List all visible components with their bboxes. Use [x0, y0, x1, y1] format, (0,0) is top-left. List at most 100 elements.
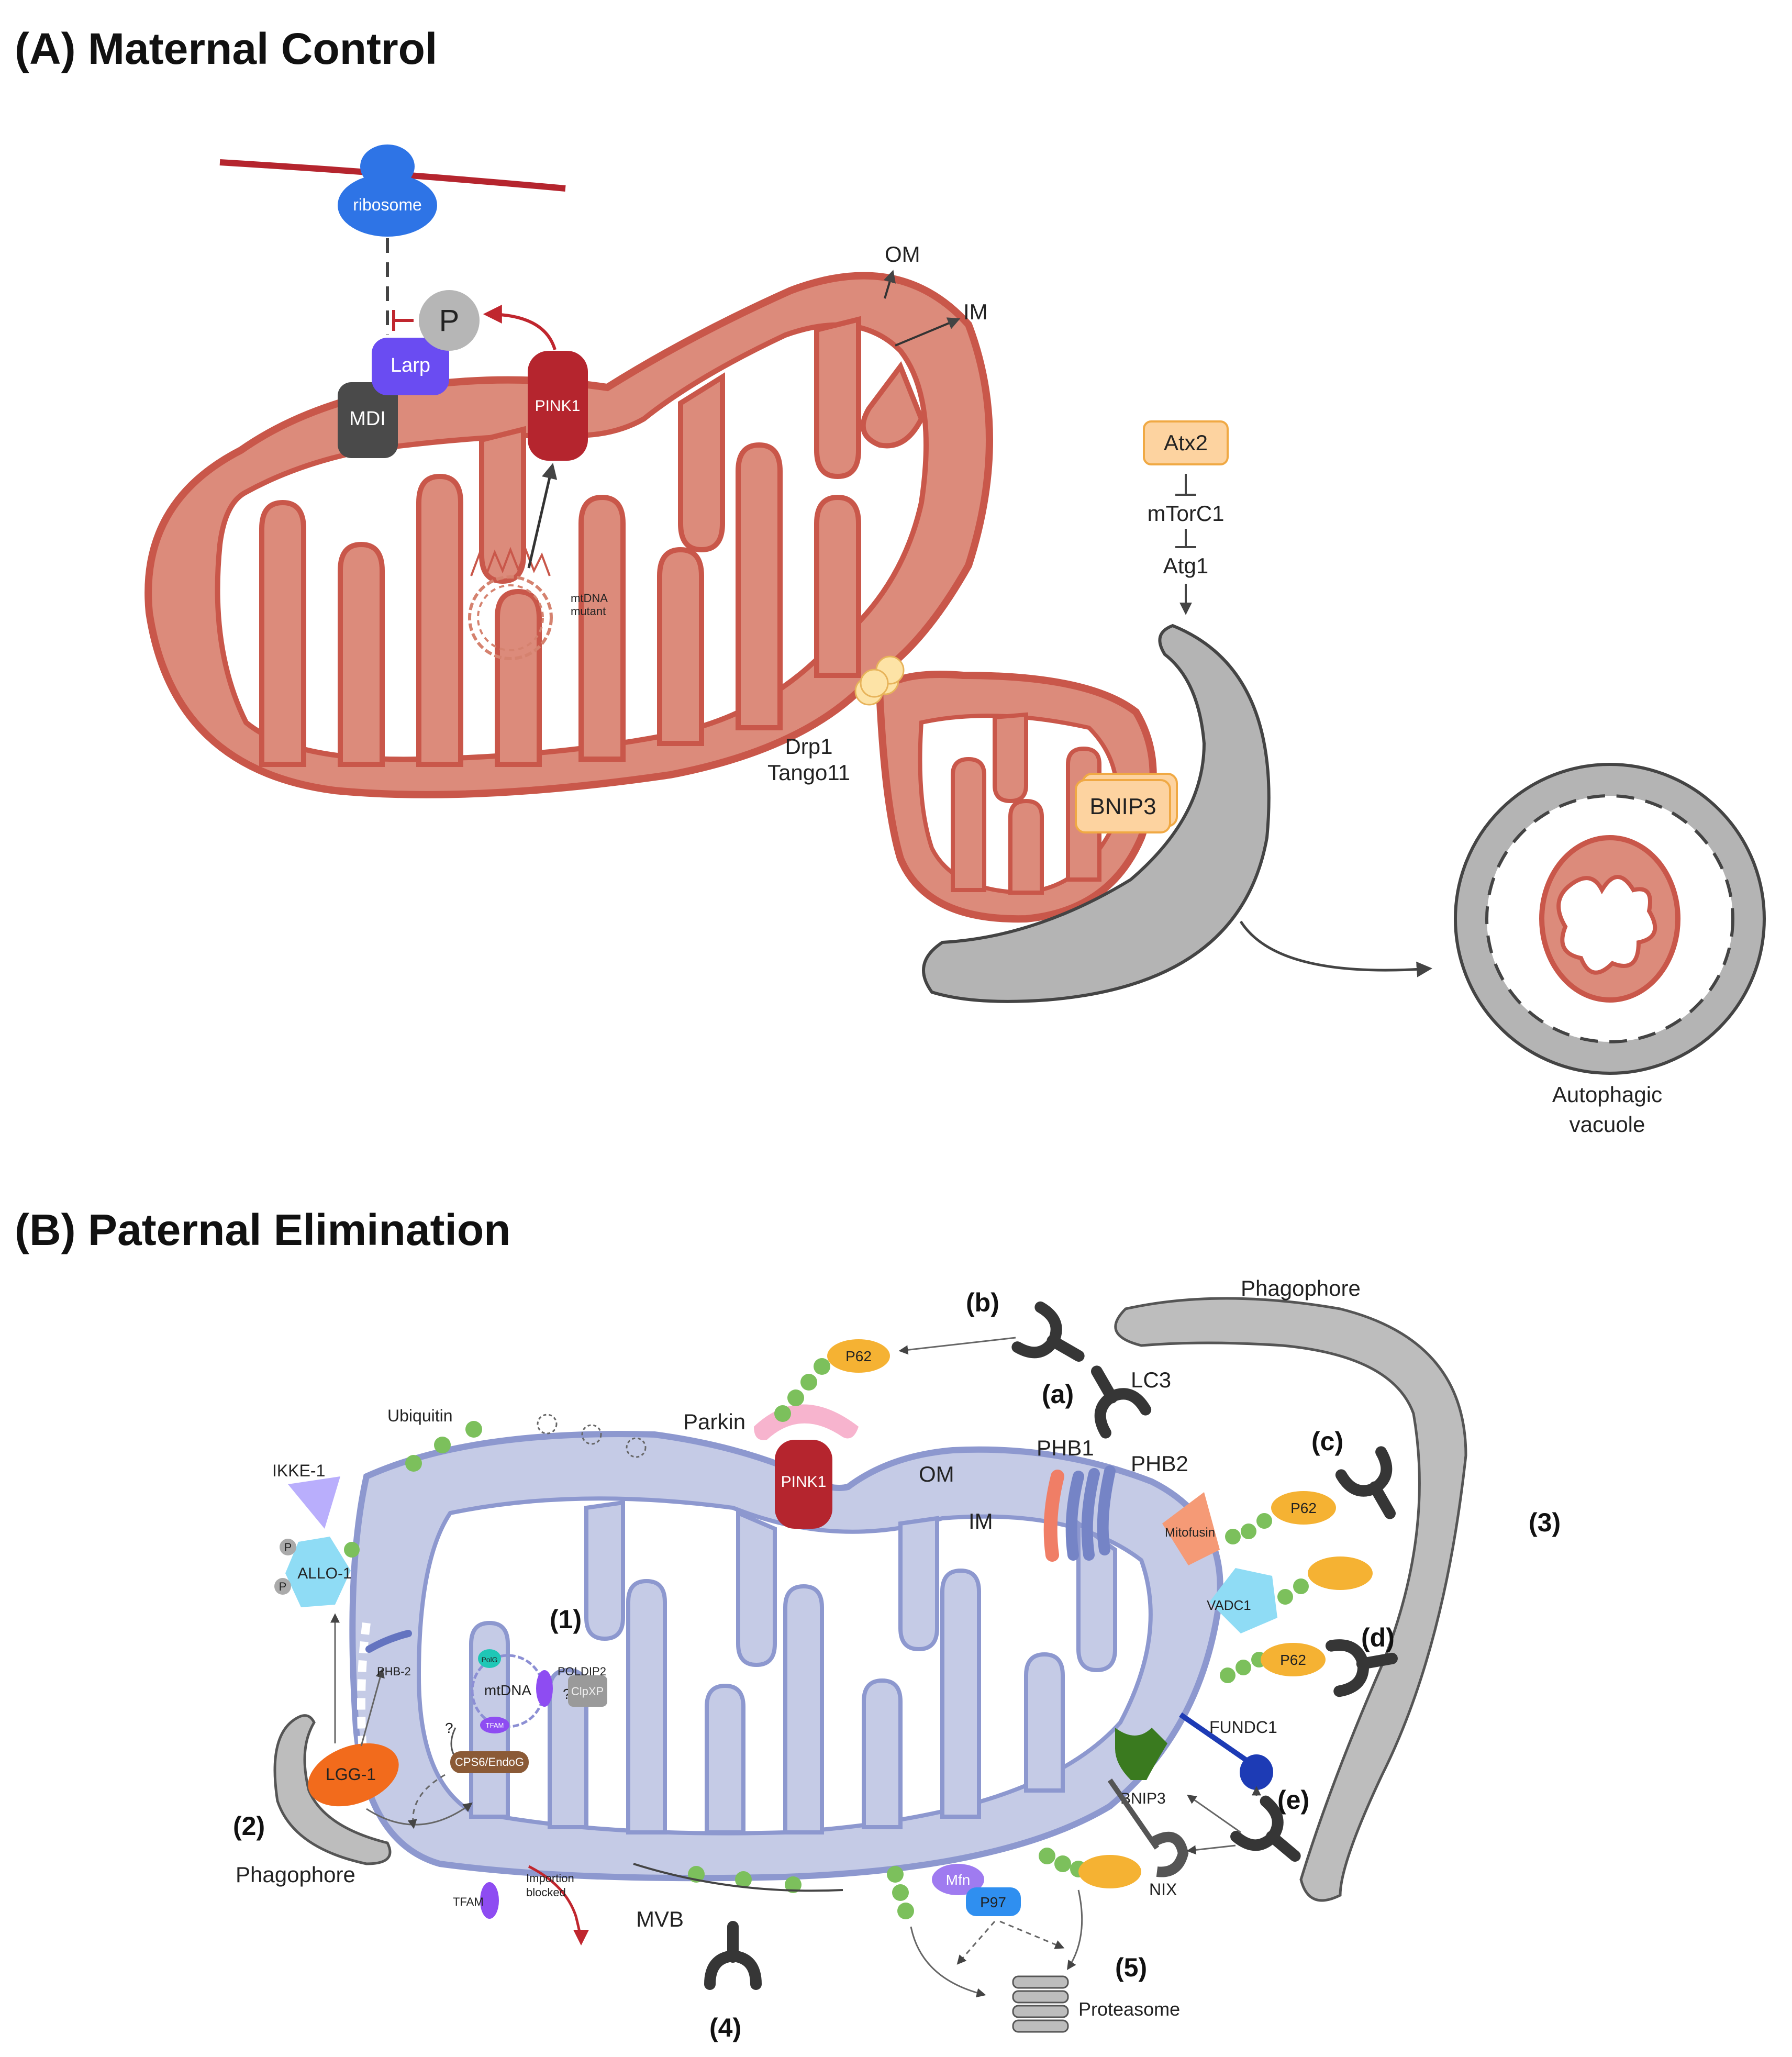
broken-membrane [357, 1622, 371, 1791]
phb-complex [1043, 1465, 1116, 1562]
phb2-small-label: PHB-2 [377, 1665, 411, 1678]
vacuole-label-1: Autophagic [1552, 1082, 1662, 1107]
ribosome-label: ribosome [353, 195, 422, 214]
p62-label-c: P62 [1290, 1500, 1317, 1516]
parkin [754, 1404, 859, 1440]
fundc1 [1240, 1754, 1273, 1790]
polg-label: PolG [481, 1655, 497, 1664]
atg1-label: Atg1 [1163, 553, 1208, 578]
pink1-arrow [483, 305, 556, 350]
mfn-to-proteasome [910, 1926, 986, 1998]
label-3: (3) [1529, 1508, 1561, 1537]
panel-a-title: (A) Maternal Control [15, 24, 437, 73]
label-e: (e) [1277, 1785, 1309, 1815]
vadc1 [1209, 1568, 1277, 1633]
tfam-free [480, 1882, 499, 1919]
proteasome [1012, 1975, 1069, 2033]
mitofusin [1162, 1492, 1220, 1565]
mtdna-label-b: mtDNA [484, 1682, 532, 1698]
fundc1-stem [1179, 1712, 1250, 1764]
phb2-small [365, 1630, 412, 1653]
cps6-dashed [407, 1774, 446, 1829]
mvb-membrane [633, 1863, 843, 1892]
larp-label: Larp [391, 354, 430, 376]
mdi-protein [338, 382, 398, 458]
pink1-label-b: PINK1 [781, 1473, 827, 1491]
mtorc1-label: mTorC1 [1147, 501, 1224, 526]
label-c: (c) [1311, 1427, 1343, 1456]
om-pointer [883, 270, 896, 299]
im-pointer [895, 317, 961, 347]
ubiquitin-chain-d [1220, 1652, 1267, 1683]
p97 [966, 1887, 1021, 1916]
fundc1-label: FUNDC1 [1209, 1718, 1277, 1737]
phb2-label: PHB2 [1131, 1451, 1188, 1476]
nix-stem [1107, 1778, 1160, 1850]
lgg1 [308, 1743, 399, 1807]
proteasome-label: Proteasome [1078, 1998, 1180, 2020]
p62-b-arrow [898, 1337, 1016, 1355]
cps6-label: CPS6/EndoG [455, 1755, 524, 1769]
label-b: (b) [966, 1288, 999, 1317]
to-vacuole-arrow [1239, 920, 1432, 977]
phospho-label-b2: P [279, 1580, 287, 1593]
adaptor-to-proteasome [1067, 1889, 1083, 1970]
lgg1-to-cps6 [366, 1802, 473, 1826]
mitofusin-label: Mitofusin [1165, 1526, 1215, 1540]
label-2: (2) [233, 1811, 265, 1841]
larp-protein [372, 338, 449, 395]
ubiquitin-chain-top [405, 1421, 482, 1472]
import-blocked-arrow [528, 1865, 589, 1945]
parkin-label: Parkin [683, 1409, 745, 1434]
nix-label: NIX [1149, 1880, 1177, 1899]
phospho-1 [280, 1539, 296, 1555]
vadc1-label: VADC1 [1207, 1597, 1251, 1613]
adaptor-vadc1 [1308, 1556, 1373, 1590]
tfam-bound [536, 1670, 553, 1707]
p97-dashed-left [956, 1921, 996, 1965]
atx2-inhibit [1175, 474, 1196, 496]
mdi-label: MDI [349, 408, 386, 430]
atx2-box [1143, 420, 1229, 465]
phospho-circle [419, 290, 480, 351]
allo1-label: ALLO-1 [297, 1565, 351, 1582]
autophagic-vacuole [1454, 763, 1766, 1075]
receptor-4 [710, 1927, 756, 1984]
panel-b-title: (B) Paternal Elimination [15, 1205, 510, 1254]
mvb-label: MVB [636, 1907, 684, 1931]
phagophore-top-label: Phagophore [1241, 1276, 1361, 1300]
phagophore-left [273, 1714, 392, 1865]
phospho-label-a: P [439, 304, 460, 338]
p97-dashed-right [999, 1920, 1065, 1949]
bnip3-protein-a [1075, 779, 1171, 833]
bnip3-protein-b [1115, 1728, 1167, 1780]
ubiquitin-chain-b [774, 1358, 830, 1422]
phospho-label-b1: P [284, 1541, 292, 1554]
phagophore-left-label: Phagophore [236, 1862, 355, 1887]
ubiquitin-chain-c [1225, 1513, 1272, 1544]
label-4: (4) [709, 2013, 741, 2042]
mtorc1-inhibit [1175, 529, 1196, 548]
tango11-label: Tango11 [767, 760, 850, 785]
p62-label-d: P62 [1280, 1652, 1306, 1668]
clpxp-label: ClpXP [571, 1685, 604, 1698]
ikke1 [288, 1476, 340, 1529]
mfn-label: Mfn [946, 1872, 971, 1888]
mfn [932, 1864, 984, 1895]
p97-label: P97 [980, 1894, 1006, 1910]
phb1-label: PHB1 [1037, 1436, 1094, 1460]
allo1-ubiquitin [344, 1542, 360, 1558]
importion-label-2: blocked [526, 1886, 566, 1899]
mutant-label: mutant [571, 605, 606, 618]
drp1-label: Drp1 [785, 734, 832, 759]
pink1-label-a: PINK1 [535, 397, 581, 415]
nix [1149, 1831, 1189, 1877]
label-d: (d) [1361, 1623, 1395, 1652]
lc3-label: LC3 [1131, 1367, 1171, 1392]
drp1-ring [854, 655, 905, 706]
phagophore-right [1114, 1297, 1467, 1902]
lgg1-label: LGG-1 [326, 1765, 376, 1784]
p62-b [827, 1339, 890, 1373]
mtdna-label-a: mtDNA [571, 592, 608, 605]
